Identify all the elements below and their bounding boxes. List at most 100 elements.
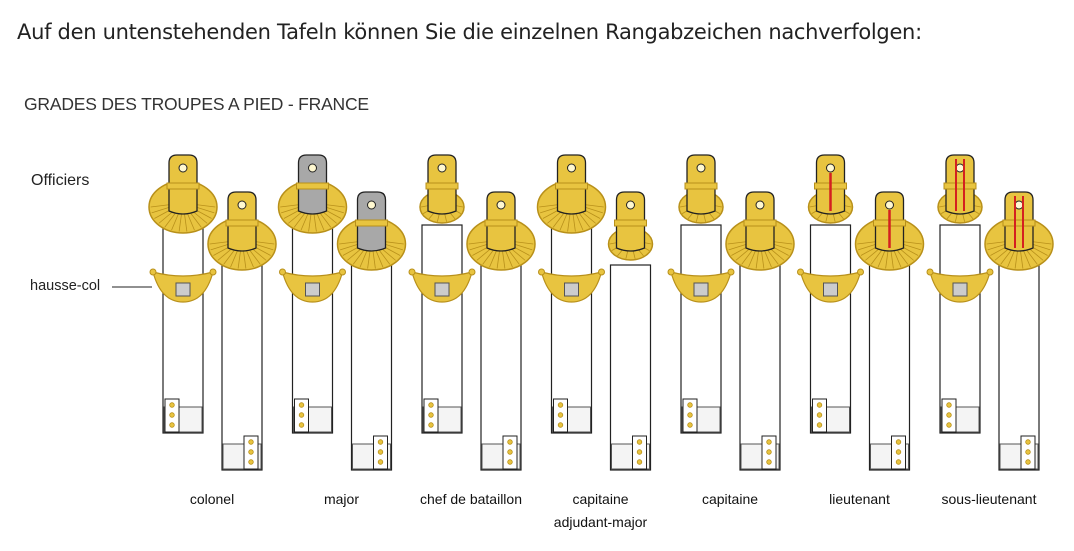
eagle-emblem-icon (175, 282, 191, 297)
grade-name: chef de bataillon (420, 491, 522, 507)
strap-button (816, 422, 823, 428)
grade-label: lieutenant (795, 488, 925, 511)
strap-button (248, 449, 254, 455)
strap-button (507, 439, 513, 445)
epaulette-button-icon (367, 200, 376, 210)
strap-button (428, 422, 434, 428)
epaulette-crescent-band (555, 182, 588, 190)
epaulette-button-icon (1014, 200, 1024, 210)
gorget-end (727, 268, 735, 276)
strap-button (428, 402, 434, 408)
eagle-emblem-icon (564, 282, 579, 297)
grade-label: chef de bataillon (406, 488, 536, 511)
strap-button (298, 412, 305, 418)
epaulette-button-icon (826, 163, 835, 173)
grade-label: capitaine adjudant-major (536, 488, 666, 534)
epaulette-button-icon (885, 200, 894, 210)
strap-button (428, 412, 434, 418)
strap-button (946, 402, 952, 408)
strap-button (946, 412, 952, 418)
gorget-end (986, 268, 994, 276)
epaulette-crescent-band (614, 219, 647, 227)
grade-label: major (277, 488, 407, 511)
strap-button (766, 449, 772, 455)
gorget-end (797, 268, 804, 276)
gorget-end (149, 268, 157, 276)
strap-button (557, 422, 564, 428)
grade-name: capitaine (572, 491, 629, 507)
strap-button (557, 412, 564, 418)
strap-button (169, 422, 175, 428)
grade-label: sous-lieutenant (924, 488, 1054, 511)
strap-button (248, 439, 254, 445)
strap-button (298, 422, 305, 428)
shoulder-strap-body (421, 224, 463, 434)
gorget-end (598, 268, 605, 276)
epaulette-button-icon (567, 163, 576, 173)
eagle-emblem-icon (823, 282, 838, 297)
gorget-end (667, 268, 675, 276)
eagle-emblem-icon (434, 282, 450, 297)
gorget-end (339, 268, 346, 276)
grade-1 (277, 154, 407, 471)
grade-4 (667, 154, 795, 471)
epaulette-button-icon (237, 200, 247, 210)
intro-text: Auf den untenstehenden Tafeln können Sie… (17, 20, 922, 44)
strap-button (169, 402, 175, 408)
eagle-emblem-icon (952, 282, 968, 297)
strap-button (248, 459, 254, 465)
section-label-officiers: Officiers (31, 172, 90, 189)
shoulder-strap-body (162, 224, 204, 434)
gorget-end (538, 268, 545, 276)
gorget-end (926, 268, 934, 276)
strap-button (557, 402, 564, 408)
epaulette-button-icon (626, 200, 635, 210)
grade-6 (926, 154, 1054, 471)
shoulder-strap-body (939, 224, 981, 434)
grade-name: colonel (189, 491, 235, 507)
strap-button (895, 449, 902, 455)
epaulette-button-icon (178, 163, 188, 173)
strap-button (377, 449, 384, 455)
epaulette-button-icon (955, 163, 965, 173)
shoulder-strap-body (291, 224, 334, 434)
shoulder-strap-body (680, 224, 722, 434)
grade-5 (797, 154, 925, 471)
strap-button (1025, 449, 1031, 455)
gorget-end (857, 268, 864, 276)
shoulder-strap-body (550, 224, 593, 434)
strap-button (946, 422, 952, 428)
eagle-emblem-icon (305, 282, 320, 297)
epaulette-crescent-band (166, 182, 200, 190)
strap-button (507, 449, 513, 455)
strap-button (895, 459, 902, 465)
epaulette-crescent-band (296, 182, 329, 190)
strap-button (895, 439, 902, 445)
hausse-col-label: hausse-col (30, 278, 101, 294)
epaulette-button-icon (496, 200, 506, 210)
grade-label: capitaine (665, 488, 795, 511)
strap-button (636, 449, 643, 455)
grade-3 (536, 154, 654, 471)
epaulette-crescent-band (1002, 219, 1036, 227)
epaulette-button-icon (696, 163, 706, 173)
gorget-end (279, 268, 286, 276)
strap-button (766, 459, 772, 465)
epaulette-crescent-band (425, 182, 459, 190)
strap-button (298, 402, 305, 408)
strap-button (636, 459, 643, 465)
strap-button (687, 402, 693, 408)
epaulette-button-icon (437, 163, 447, 173)
strap-button (766, 439, 772, 445)
strap-button (377, 459, 384, 465)
strap-button (1025, 439, 1031, 445)
strap-button (687, 412, 693, 418)
strap-button (816, 412, 823, 418)
grade-name-line2: adjudant-major (553, 514, 648, 530)
gorget-end (209, 268, 217, 276)
epaulette-crescent-band (225, 219, 259, 227)
strap-button (1025, 459, 1031, 465)
strap-button (687, 422, 693, 428)
strap-button (377, 439, 384, 445)
grade-name: lieutenant (829, 491, 890, 507)
